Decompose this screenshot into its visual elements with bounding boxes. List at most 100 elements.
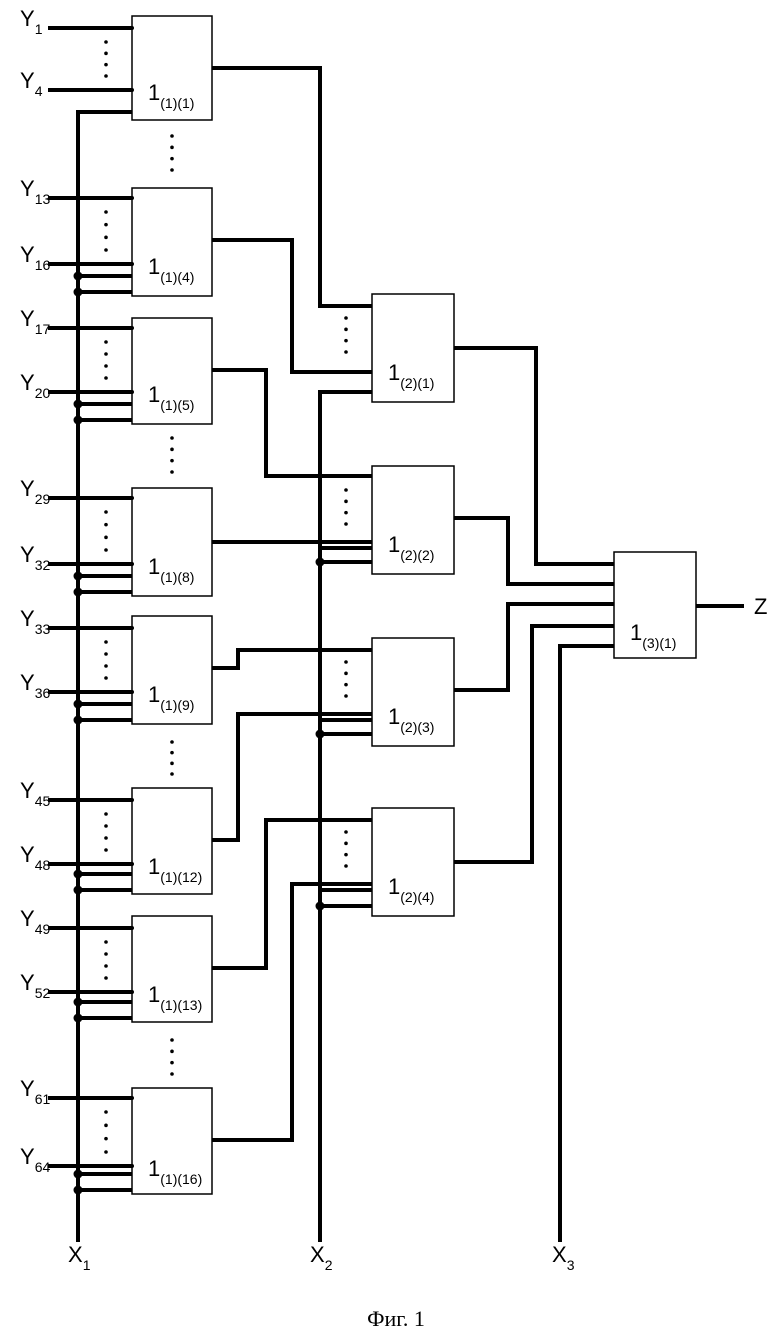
input-ellipsis — [344, 488, 348, 492]
label-block-10-subscript: (2)(2) — [400, 547, 434, 563]
label-data-input-11-main: Y — [20, 778, 35, 803]
label-data-input-7-subscript: 29 — [35, 491, 51, 507]
junction-dot — [74, 716, 83, 725]
pin — [130, 690, 134, 694]
junction-dot — [316, 902, 325, 911]
label-data-input-11-subscript: 45 — [35, 793, 51, 809]
input-ellipsis — [104, 952, 108, 956]
block-ellipsis — [170, 470, 174, 474]
label-data-input-4-subscript: 16 — [35, 257, 51, 273]
block-ellipsis — [170, 448, 174, 452]
label-output-z-main: Z — [754, 594, 767, 619]
junction-dot — [74, 700, 83, 709]
label-control-x1: X1 — [68, 1242, 91, 1273]
input-ellipsis — [104, 376, 108, 380]
label-data-input-16-subscript: 64 — [35, 1159, 51, 1175]
input-ellipsis — [104, 824, 108, 828]
label-control-x2-main: X — [310, 1242, 325, 1267]
link-wire — [454, 626, 614, 862]
link-wire — [212, 884, 372, 1140]
input-ellipsis — [344, 853, 348, 857]
input-ellipsis — [104, 352, 108, 356]
label-data-input-7: Y29 — [20, 476, 50, 507]
label-control-x1-subscript: 1 — [83, 1257, 91, 1273]
input-ellipsis — [104, 364, 108, 368]
label-block-13-subscript: (3)(1) — [642, 635, 676, 651]
label-data-input-6: Y20 — [20, 370, 50, 401]
label-data-input-16: Y64 — [20, 1144, 50, 1175]
label-data-input-9-subscript: 33 — [35, 621, 51, 637]
label-data-input-9: Y33 — [20, 606, 50, 637]
label-data-input-8-main: Y — [20, 542, 35, 567]
input-ellipsis — [104, 340, 108, 344]
label-block-5-main: 1 — [148, 682, 160, 707]
pin — [130, 496, 134, 500]
input-ellipsis — [104, 1110, 108, 1114]
label-block-9-main: 1 — [388, 360, 400, 385]
input-ellipsis — [104, 52, 108, 56]
input-ellipsis — [104, 510, 108, 514]
junction-dot — [74, 870, 83, 879]
label-data-input-9-main: Y — [20, 606, 35, 631]
block-ellipsis — [170, 168, 174, 172]
label-block-7-main: 1 — [148, 982, 160, 1007]
label-data-input-8: Y32 — [20, 542, 50, 573]
input-ellipsis — [104, 63, 108, 67]
junction-dot — [74, 400, 83, 409]
label-block-9-subscript: (2)(1) — [400, 375, 434, 391]
label-data-input-14: Y52 — [20, 970, 50, 1001]
label-block-12-subscript: (2)(4) — [400, 889, 434, 905]
input-ellipsis — [104, 223, 108, 227]
label-data-input-4-main: Y — [20, 242, 35, 267]
label-data-input-15-main: Y — [20, 1076, 35, 1101]
block-ellipsis — [170, 751, 174, 755]
input-ellipsis — [104, 664, 108, 668]
pin — [130, 390, 134, 394]
block-ellipsis — [170, 1061, 174, 1065]
label-control-x3-main: X — [552, 1242, 567, 1267]
input-ellipsis — [344, 830, 348, 834]
pin — [130, 862, 134, 866]
label-data-input-2-subscript: 4 — [35, 83, 43, 99]
label-data-input-13: Y49 — [20, 906, 50, 937]
label-data-input-1-subscript: 1 — [35, 21, 43, 37]
label-data-input-8-subscript: 32 — [35, 557, 51, 573]
label-block-6-main: 1 — [148, 854, 160, 879]
label-block-7-subscript: (1)(13) — [160, 997, 202, 1013]
block-ellipsis — [170, 436, 174, 440]
label-data-input-7-main: Y — [20, 476, 35, 501]
input-ellipsis — [104, 640, 108, 644]
figure-caption: Фиг. 1 — [367, 1306, 425, 1331]
input-ellipsis — [344, 316, 348, 320]
label-data-input-1: Y1 — [20, 6, 43, 37]
label-control-x1-main: X — [68, 1242, 83, 1267]
label-control-x3: X3 — [552, 1242, 575, 1273]
junction-dot — [74, 998, 83, 1007]
junction-dot — [74, 1186, 83, 1195]
pin — [130, 626, 134, 630]
input-ellipsis — [104, 976, 108, 980]
input-ellipsis — [344, 694, 348, 698]
input-ellipsis — [344, 660, 348, 664]
input-ellipsis — [104, 40, 108, 44]
label-data-input-5: Y17 — [20, 306, 50, 337]
input-ellipsis — [104, 964, 108, 968]
label-output-z: Z — [754, 594, 767, 619]
pin — [130, 1164, 134, 1168]
input-ellipsis — [344, 350, 348, 354]
junction-dot — [74, 288, 83, 297]
label-data-input-14-subscript: 52 — [35, 985, 51, 1001]
input-ellipsis — [344, 842, 348, 846]
junction-dot — [74, 588, 83, 597]
label-block-2-subscript: (1)(4) — [160, 269, 194, 285]
label-data-input-2: Y4 — [20, 68, 43, 99]
label-data-input-12-subscript: 48 — [35, 857, 51, 873]
pin — [130, 798, 134, 802]
label-data-input-6-subscript: 20 — [35, 385, 51, 401]
label-block-1-main: 1 — [148, 80, 160, 105]
label-block-4-subscript: (1)(8) — [160, 569, 194, 585]
junction-dot — [74, 886, 83, 895]
label-data-input-4: Y16 — [20, 242, 50, 273]
label-block-10-main: 1 — [388, 532, 400, 557]
